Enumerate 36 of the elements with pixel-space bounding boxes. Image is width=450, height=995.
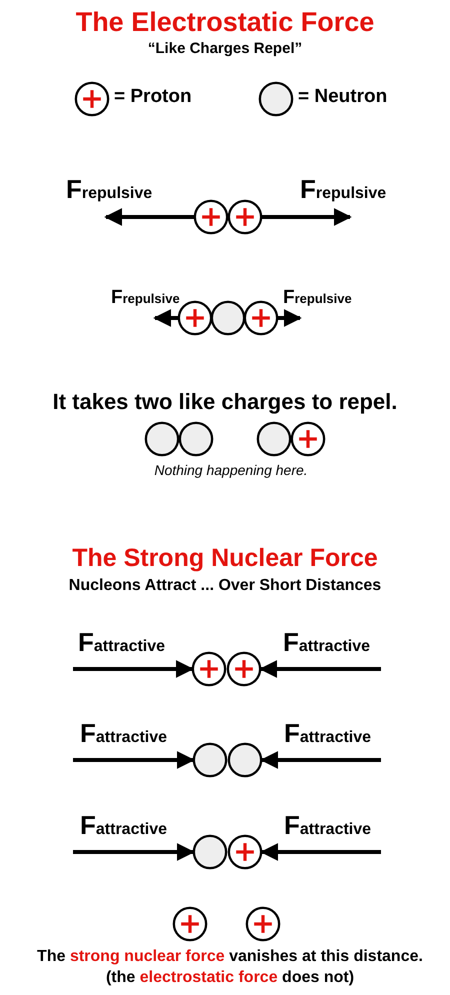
- force-arrow: [259, 660, 381, 678]
- subtitle: Nucleons Attract ... Over Short Distances: [68, 577, 382, 595]
- neutron-circle: [192, 742, 228, 778]
- proton-circle: [245, 906, 281, 942]
- neutron-circle: [192, 834, 228, 870]
- proton-circle: [227, 199, 263, 235]
- force-arrow: [153, 309, 178, 327]
- legend-label: = Neutron: [298, 87, 388, 108]
- force-arrow: [73, 843, 195, 861]
- section-heading: The Strong Nuclear Force: [72, 545, 378, 572]
- neutron-circle: [256, 421, 292, 457]
- proton-circle: [193, 199, 229, 235]
- legend-label: = Proton: [114, 87, 192, 108]
- force-arrow: [104, 208, 194, 226]
- proton-circle: [226, 651, 262, 687]
- force-arrow: [260, 751, 381, 769]
- force-arrow: [73, 751, 195, 769]
- force-arrow: [260, 843, 381, 861]
- proton-circle: [191, 651, 227, 687]
- proton-circle: [290, 421, 326, 457]
- subtitle: “Like Charges Repel”: [148, 41, 302, 58]
- neutron-circle: [227, 742, 263, 778]
- neutron-circle: [210, 300, 246, 336]
- proton-circle: [243, 300, 279, 336]
- title: The Electrostatic Force: [76, 8, 374, 38]
- note: The strong nuclear force vanishes at this distance.: [37, 948, 423, 966]
- force-arrow: [278, 309, 302, 327]
- force-arrow: [262, 208, 352, 226]
- statement: It takes two like charges to repel.: [52, 390, 398, 414]
- proton-circle: [172, 906, 208, 942]
- caption: Nothing happening here.: [154, 463, 308, 478]
- neutron-circle: [144, 421, 180, 457]
- note: (the electrostatic force does not): [106, 969, 354, 987]
- force-arrow: [73, 660, 194, 678]
- neutron-circle: [178, 421, 214, 457]
- proton-circle: [227, 834, 263, 870]
